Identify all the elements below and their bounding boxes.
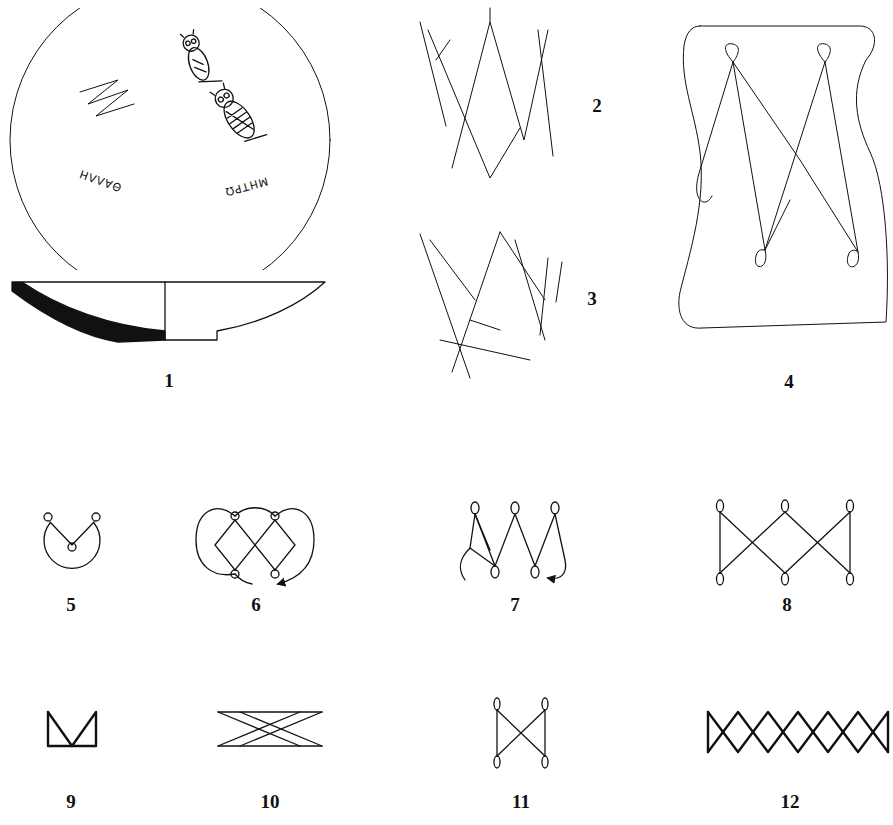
bowl-profile (12, 282, 325, 342)
inscription: ΜΗΤΡΩ (223, 174, 269, 198)
figure-number: 6 (251, 594, 261, 616)
figure-number: 5 (66, 594, 76, 616)
motif (48, 712, 96, 746)
motif (196, 508, 314, 584)
motif (717, 500, 854, 585)
figure-number: 4 (784, 371, 794, 393)
incised-lines (420, 8, 553, 178)
motif (494, 698, 548, 768)
figure-number: 12 (781, 791, 800, 813)
bowl-plan (10, 0, 330, 300)
figure-number: 11 (512, 791, 530, 813)
figure-number: 2 (592, 95, 602, 117)
owl-figure (208, 80, 267, 149)
zigzag-mark (80, 80, 134, 116)
motif (218, 712, 322, 746)
figure-number: 1 (164, 370, 174, 392)
motif (708, 712, 888, 752)
figure-number: 7 (510, 594, 520, 616)
inscription: ΘΑΛΛΗ (77, 166, 123, 193)
owl-figure (179, 26, 222, 89)
figure-number: 8 (782, 594, 792, 616)
motif (460, 502, 565, 580)
figure-number: 10 (261, 791, 280, 813)
motif (44, 513, 100, 568)
figure-number: 9 (66, 791, 76, 813)
bag-pattern (679, 26, 888, 328)
figure-number: 3 (587, 288, 597, 310)
incised-lines (420, 232, 562, 378)
